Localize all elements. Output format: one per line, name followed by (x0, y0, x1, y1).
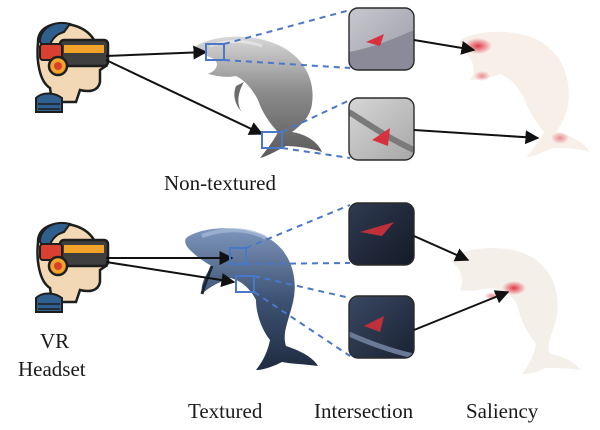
gaze-arrow (105, 45, 208, 60)
label-non-textured: Non-textured (164, 171, 276, 195)
saliency-dolphin-top (460, 31, 590, 158)
label-vr: VR (40, 329, 69, 353)
dashed-connector (253, 291, 351, 357)
dashed-connector (281, 147, 351, 159)
saliency-dolphin-bottom (452, 247, 580, 374)
saliency-arrow (413, 235, 470, 262)
intersection-zoom-1 (348, 7, 415, 71)
selection-box (235, 275, 255, 293)
gaze-arrow (105, 59, 264, 135)
intersection-zoom-2 (348, 97, 415, 161)
gaze-arrow (105, 261, 236, 287)
saliency-arrow (413, 290, 510, 331)
intersection-zoom-4 (348, 295, 415, 359)
dashed-connector (245, 204, 351, 249)
intersection-zoom-3 (348, 202, 415, 266)
selection-box (205, 43, 225, 61)
dashed-connector (281, 99, 351, 133)
label-intersection: Intersection (314, 399, 414, 423)
vr-headset-icon (35, 222, 110, 313)
saliency-arrows (413, 39, 540, 331)
label-headset: Headset (18, 357, 86, 381)
zoom-connectors (223, 9, 351, 357)
gaze-arrows-bottom (105, 251, 236, 287)
label-textured: Textured (188, 399, 263, 423)
vr-headset-icon (35, 22, 110, 113)
saliency-arrow (413, 129, 540, 145)
textured-dolphin (185, 228, 318, 370)
dashed-connector (245, 262, 351, 265)
selection-box (229, 247, 247, 265)
gaze-arrows-top (105, 45, 264, 135)
non-textured-dolphin (196, 36, 322, 158)
label-saliency: Saliency (466, 399, 539, 423)
dashed-connector (253, 275, 351, 299)
saliency-arrow (413, 39, 476, 55)
selection-box (261, 131, 283, 149)
